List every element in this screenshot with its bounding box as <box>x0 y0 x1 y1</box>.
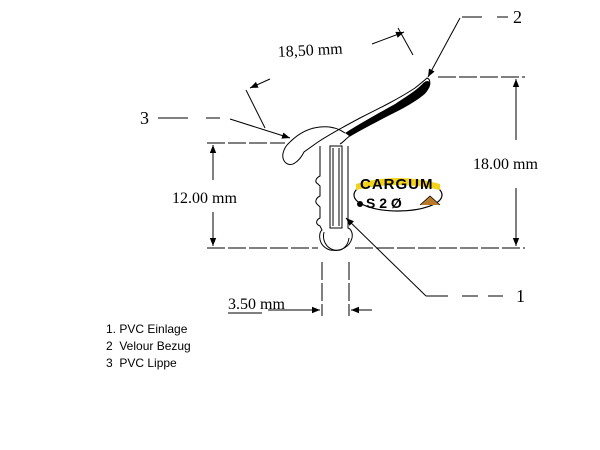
pvc-insert <box>329 145 343 229</box>
dim-top-width <box>245 27 414 129</box>
dim-base-width <box>268 262 372 316</box>
velour-coating <box>345 81 431 137</box>
callout-1-number: 1 <box>516 286 525 306</box>
legend-item: 1. PVC Einlage <box>106 322 188 336</box>
dim-height-right-label: 18.00 mm <box>473 156 538 173</box>
u-channel-body <box>315 146 353 251</box>
callout-2-number: 2 <box>513 7 522 27</box>
callout-3-leader <box>158 117 291 139</box>
dim-top-width-label: 18,50 mm <box>277 41 343 61</box>
cargum-logo-sub: S 2 Ø <box>366 195 402 211</box>
callout-1-leader <box>345 217 503 297</box>
callout-2-leader <box>427 16 508 78</box>
callout-3-number: 3 <box>140 108 149 128</box>
dim-base-width-label: 3.50 mm <box>228 296 285 313</box>
dim-height-left <box>207 142 318 249</box>
legend-item: 3 PVC Lippe <box>106 356 177 370</box>
cargum-logo: CARGUM S 2 Ø <box>353 176 443 212</box>
dim-height-right <box>355 76 525 249</box>
dim-height-left-label: 12.00 mm <box>172 190 237 207</box>
pvc-lip <box>282 77 431 166</box>
legend: 1. PVC Einlage 2 Velour Bezug 3 PVC Lipp… <box>106 321 191 372</box>
legend-item: 2 Velour Bezug <box>106 339 191 353</box>
seal-profile <box>282 77 431 251</box>
cargum-logo-word: CARGUM <box>360 176 434 193</box>
